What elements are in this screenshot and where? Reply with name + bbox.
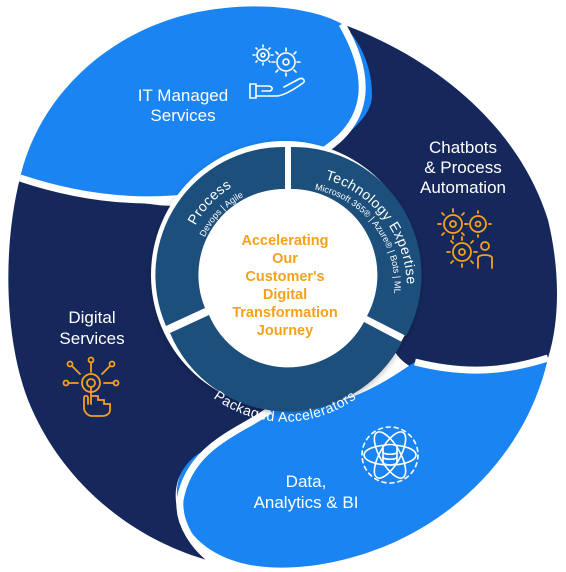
center-line: Accelerating [241, 233, 328, 249]
ring-segment-process [155, 146, 285, 326]
center-line: Customer's [245, 269, 324, 285]
chatbots-label-line: Chatbots [429, 138, 497, 157]
it-managed-label-line: IT Managed [138, 86, 228, 105]
center-line: Our [272, 251, 298, 267]
segment-it-managed [20, 6, 377, 203]
chatbots-label-line: Automation [420, 178, 506, 197]
segment-digital [8, 178, 270, 562]
digital-label-line: Services [59, 329, 124, 348]
chatbots-label-line: & Process [424, 158, 501, 177]
center-line: Journey [257, 323, 313, 339]
center-disc [203, 193, 367, 357]
digital-label-line: Digital [68, 308, 115, 327]
it-managed-label-line: Services [150, 106, 215, 125]
ring-segment-technology [291, 146, 422, 336]
data-label-line: Data, [286, 472, 327, 491]
touch-network-icon [62, 356, 120, 417]
database-atom-icon [361, 426, 419, 484]
center-text: Accelerating Our Customer's Digital Tran… [232, 233, 338, 339]
center-line: Transformation [232, 305, 338, 321]
gears-person-icon [437, 208, 493, 269]
center-line: Digital [263, 287, 307, 303]
data-label-line: Analytics & BI [254, 493, 359, 512]
gears-hand-icon [249, 44, 305, 99]
segment-chatbots [318, 24, 557, 377]
ring-segment-packaged [170, 315, 402, 412]
